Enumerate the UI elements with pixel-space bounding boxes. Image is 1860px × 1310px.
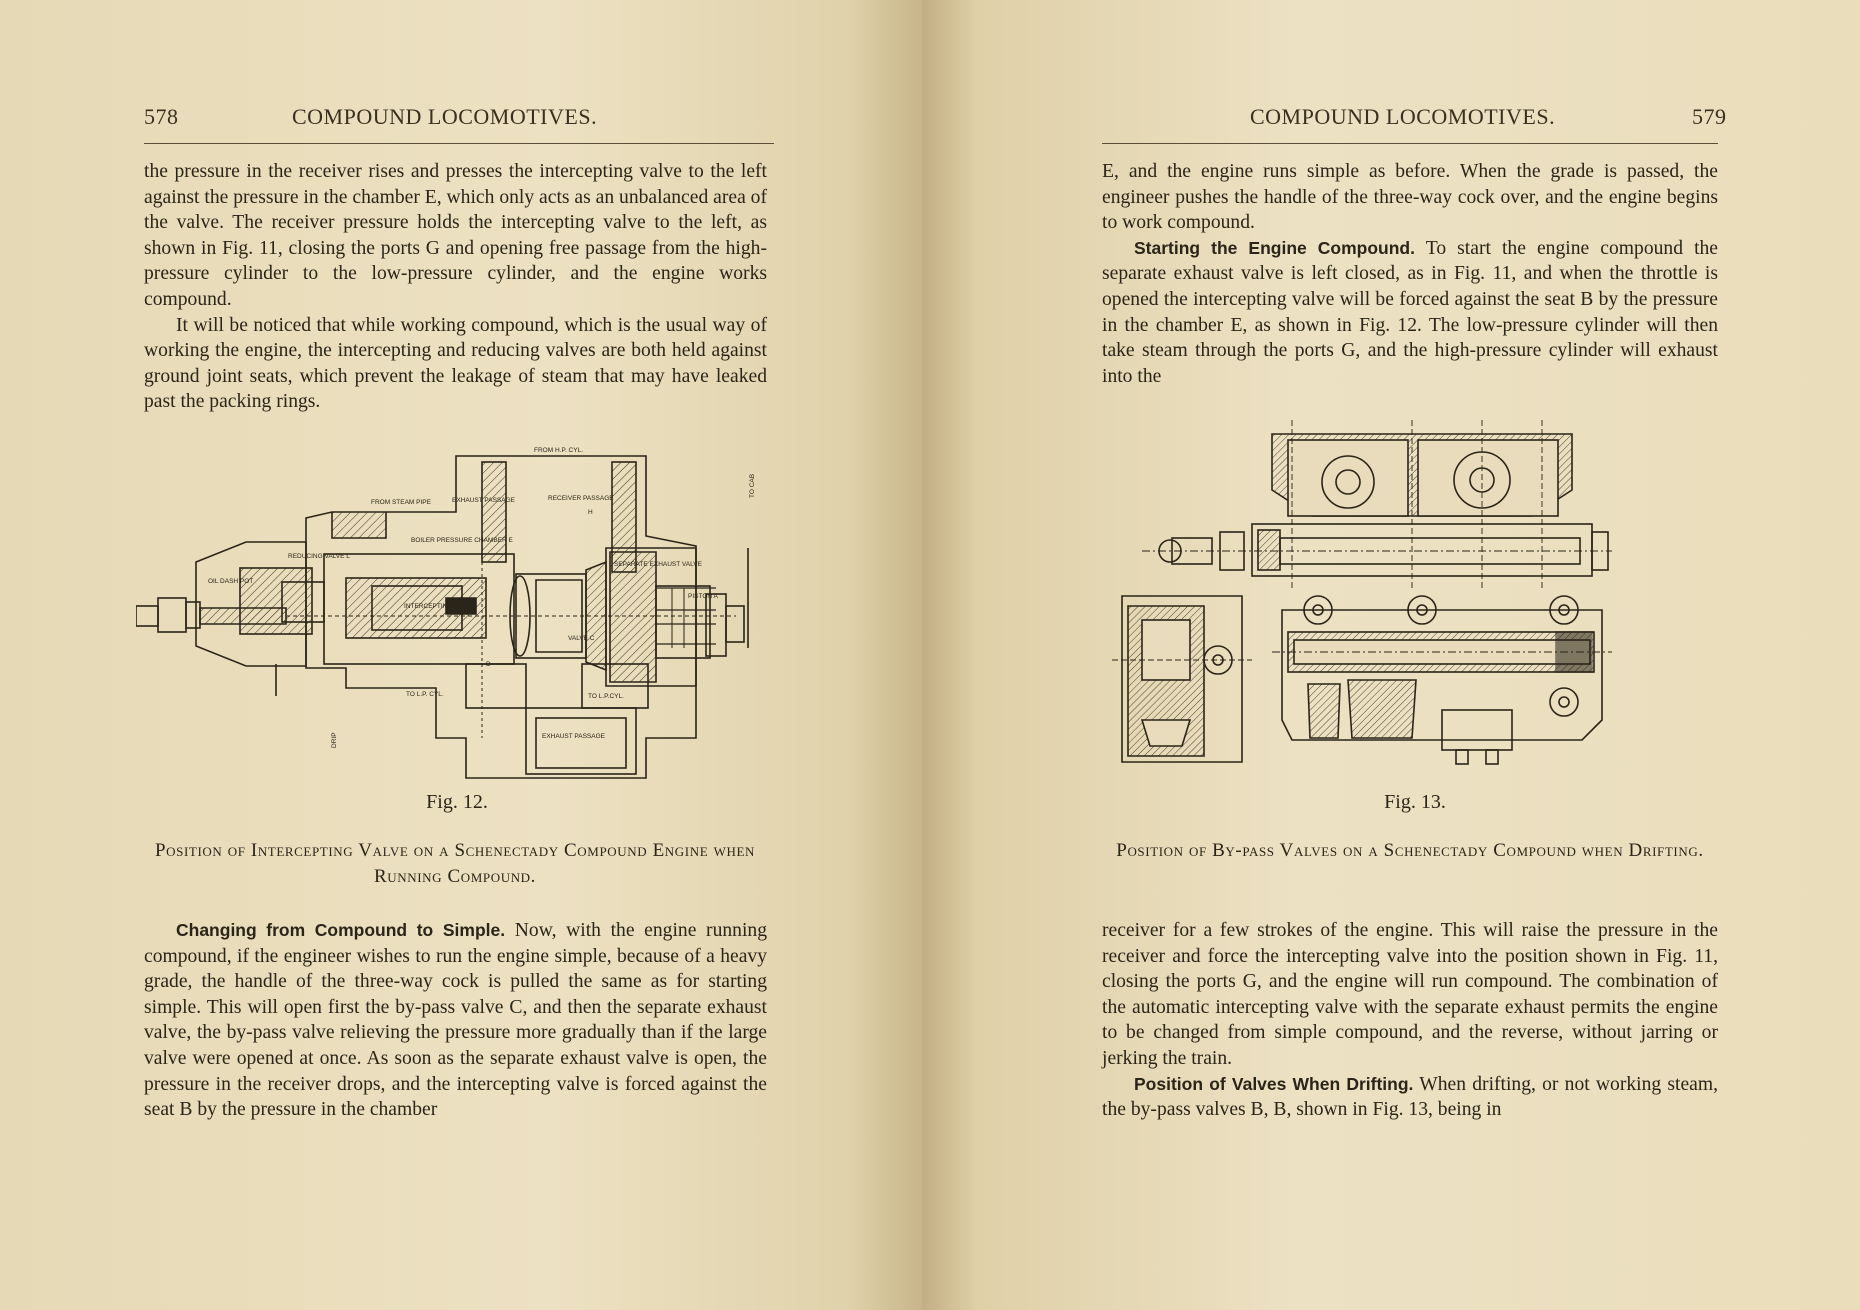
diagram-label: TO L.P.CYL. [588, 693, 624, 700]
diagram-label: PISTON A [688, 593, 719, 600]
diagram-label: FROM STEAM PIPE [371, 499, 432, 506]
diagram-label: OIL DASH POT [208, 578, 253, 585]
section-runin-heading: Changing from Compound to Simple. [176, 920, 506, 940]
page-number: 579 [1692, 104, 1727, 129]
diagram-label: TO CAB [749, 474, 756, 498]
paragraph: E, and the engine runs simple as before.… [1102, 161, 1718, 234]
right-page: COMPOUND LOCOMOTIVES. 579 E, and the eng… [922, 0, 1860, 1310]
figure-caption: Position of Intercepting Valve on a Sche… [155, 840, 755, 887]
diagram-label: VALVE C [568, 635, 595, 642]
diagram-label: RECEIVER PASSAGE [548, 495, 614, 502]
header-rule [1102, 143, 1718, 144]
paragraph: It will be noticed that while working co… [144, 314, 767, 413]
section-runin-heading: Starting the Engine Compound. [1134, 237, 1415, 258]
diagram-label: DRIP [331, 732, 338, 748]
diagram-label: BOILER PRESSURE CHAMBER E [411, 537, 514, 544]
figure-12-diagram: FROM H.P. CYL. FROM STEAM PIPE EXHAUST P… [136, 447, 756, 779]
page-number: 578 [144, 104, 179, 129]
paragraph: Now, with the engine running compound, i… [144, 920, 767, 1121]
figure-label: Fig. 13. [1384, 791, 1446, 813]
diagram-label: REDUCING VALVE L [288, 553, 350, 560]
diagram-label: TO L.P. CYL. [406, 691, 444, 698]
paragraph: receiver for a few strokes of the engine… [1102, 920, 1718, 1069]
text-block-bottom: Changing from Compound to Simple. Now, w… [144, 918, 767, 1123]
figure-label: Fig. 12. [426, 791, 488, 813]
text-block-top: E, and the engine runs simple as before.… [1102, 159, 1718, 389]
diagram-label: INTERCEPTING VALVE [404, 603, 475, 610]
running-head: COMPOUND LOCOMOTIVES. [1250, 104, 1556, 129]
paragraph: the pressure in the receiver rises and p… [144, 161, 767, 310]
paragraph: When drifting, or not working steam, the… [1102, 1073, 1718, 1121]
figure-13-diagram [1112, 420, 1612, 765]
text-block-bottom: receiver for a few strokes of the engine… [1102, 918, 1718, 1123]
diagram-label: D [486, 661, 491, 668]
diagram-label: EXHAUST PASSAGE [542, 733, 606, 740]
running-head: COMPOUND LOCOMOTIVES. [292, 104, 598, 129]
figure-caption: Position of By-pass Valves on a Schenect… [1116, 840, 1704, 861]
diagram-label: EXHAUST PASSAGE [452, 497, 516, 504]
left-page: 578 COMPOUND LOCOMOTIVES. the pressure i… [0, 0, 922, 1310]
text-block-top: the pressure in the receiver rises and p… [144, 159, 767, 415]
diagram-label: SEPARATE EXHAUST VALVE [614, 561, 703, 568]
section-runin-heading: Position of Valves When Drifting. [1134, 1073, 1414, 1094]
diagram-label: H [588, 509, 593, 516]
diagram-label: FROM H.P. CYL. [534, 447, 583, 454]
header-rule [144, 143, 774, 144]
paragraph: To start the engine compound the separat… [1102, 237, 1719, 387]
